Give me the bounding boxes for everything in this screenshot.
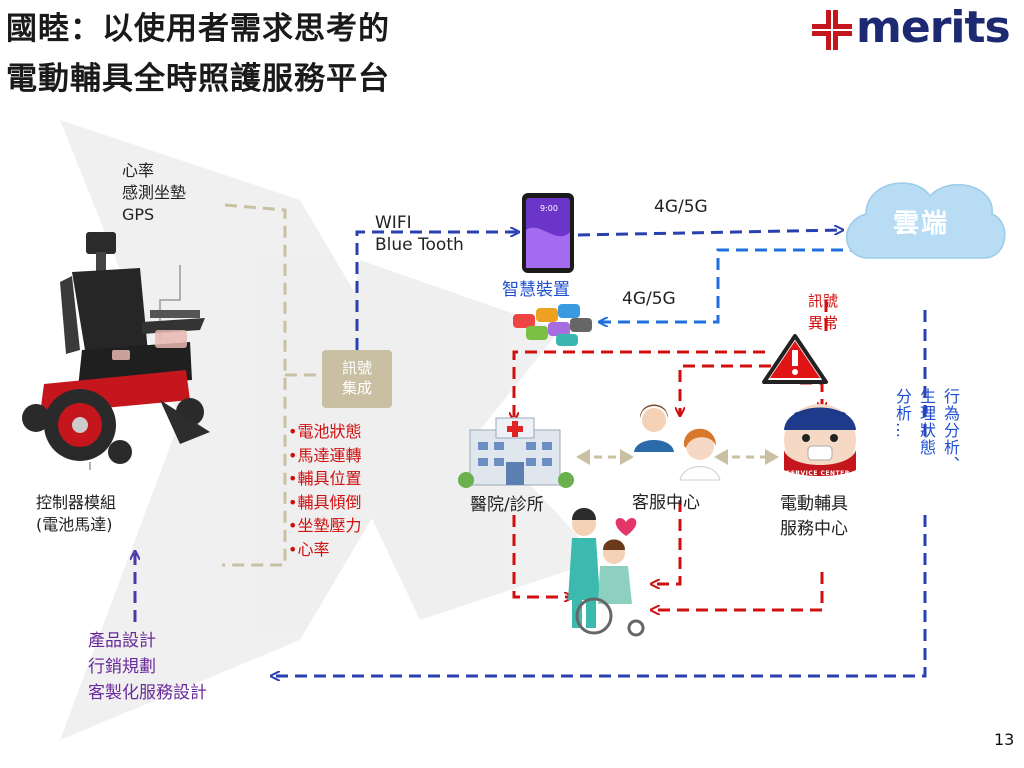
sensors-label: 心率 感測坐墊 GPS <box>122 160 186 226</box>
link-customer-service-to-patient <box>652 500 682 584</box>
alert-line1: 訊號 <box>808 292 839 310</box>
customer-service-label: 客服中心 <box>632 493 700 513</box>
analysis-col-1: 行為分析、 <box>941 388 960 473</box>
analysis-label: 分析… <box>892 388 912 488</box>
merits-logo: merits <box>812 2 1017 54</box>
link-alert-to-customer-service <box>680 364 790 415</box>
feedback-custom-service: 客製化服務設計 <box>88 683 207 703</box>
service-center-line1: 電動輔具 <box>780 494 848 514</box>
status-list: •電池狀態 •馬達運轉 •輔具位置 •輔具傾倒 •坐墊壓力 •心率 <box>288 420 361 561</box>
link-device-to-cloud <box>577 230 842 237</box>
hospital-image <box>458 417 574 488</box>
network-up-label: 4G/5G <box>654 197 708 217</box>
page-title: 國睦：以使用者需求思考的 電動輔具全時照護服務平台 <box>6 4 390 104</box>
controller-label: 控制器模組 (電池馬達) <box>36 492 116 536</box>
hospital-label: 醫院/診所 <box>470 495 544 515</box>
link-analysis-to-feedback <box>272 515 927 676</box>
service-center-mascot-image <box>784 404 856 476</box>
cloud-label: 雲端 <box>893 209 950 239</box>
logo-text: merits <box>856 2 1011 53</box>
link-service-center-to-patient <box>652 572 824 610</box>
smart-device-label: 智慧裝置 <box>502 280 570 300</box>
signal-integration-line2: 集成 <box>341 379 372 397</box>
analysis-label-2: 生理狀態 <box>916 388 936 488</box>
signal-integration-box: 訊號 集成 <box>322 350 392 408</box>
bluetooth-label: Blue Tooth <box>375 235 464 255</box>
signal-integration-line1: 訊號 <box>341 359 372 377</box>
app-tiles-image <box>513 304 592 346</box>
status-item-battery: •電池狀態 <box>288 422 362 441</box>
service-center-label: 電動輔具 服務中心 <box>780 492 848 542</box>
sensor-cushion: 感測坐墊 <box>122 183 187 202</box>
status-item-position: •輔具位置 <box>288 469 362 488</box>
wheelchair-image <box>22 232 210 464</box>
patient-care-image <box>568 508 645 637</box>
callout-lines <box>89 265 181 470</box>
link-cloud-to-device <box>600 248 862 322</box>
link-wifi-to-device <box>355 232 518 350</box>
sensor-gps: GPS <box>122 205 155 224</box>
analysis-label-3: 行為分析、 <box>940 388 960 488</box>
sensor-bracket-lines <box>222 203 322 567</box>
status-item-motor: •馬達運轉 <box>288 445 362 465</box>
connectivity-label: WIFI Blue Tooth <box>375 212 464 256</box>
page-title-line1: 國睦：以使用者需求思考的 <box>6 11 390 47</box>
status-item-heart-rate: •心率 <box>288 539 330 559</box>
feedback-label: 產品設計 行銷規劃 客製化服務設計 <box>88 628 207 706</box>
phone-screen-time: 9:00 <box>540 204 558 213</box>
alert-line2: 異常 <box>808 314 839 332</box>
analysis-col-2: 生理狀態 <box>917 388 936 456</box>
smartphone-image <box>522 193 574 273</box>
page-title-line2: 電動輔具全時照護服務平台 <box>6 61 390 97</box>
service-center-line2: 服務中心 <box>780 519 848 539</box>
service-badge: SERVICE CENTER <box>786 470 850 477</box>
page-number: 13 <box>994 730 1015 749</box>
wifi-label: WIFI <box>375 213 412 233</box>
status-item-cushion: •坐墊壓力 <box>288 516 362 535</box>
customer-service-image <box>634 404 721 481</box>
analysis-col-3: 分析… <box>893 388 912 439</box>
controller-title: 控制器模組 <box>36 493 117 512</box>
alert-label: 訊號 異常 <box>808 290 838 334</box>
feedback-marketing: 行銷規劃 <box>88 657 156 677</box>
sensor-heart-rate: 心率 <box>122 161 155 180</box>
network-down-label: 4G/5G <box>622 289 676 309</box>
feedback-product-design: 產品設計 <box>88 631 156 651</box>
cloud-shape <box>846 182 1006 259</box>
red-cross-logo-icon <box>812 10 852 50</box>
status-item-tilt: •輔具傾倒 <box>288 492 362 512</box>
controller-subtitle: (電池馬達) <box>36 515 113 534</box>
link-hospital-to-patient <box>512 515 572 597</box>
link-alert-to-hospital <box>514 350 765 420</box>
warning-triangle-icon <box>762 334 828 384</box>
watermark-x-shape <box>60 120 600 740</box>
exchange-arrowheads <box>576 449 779 465</box>
